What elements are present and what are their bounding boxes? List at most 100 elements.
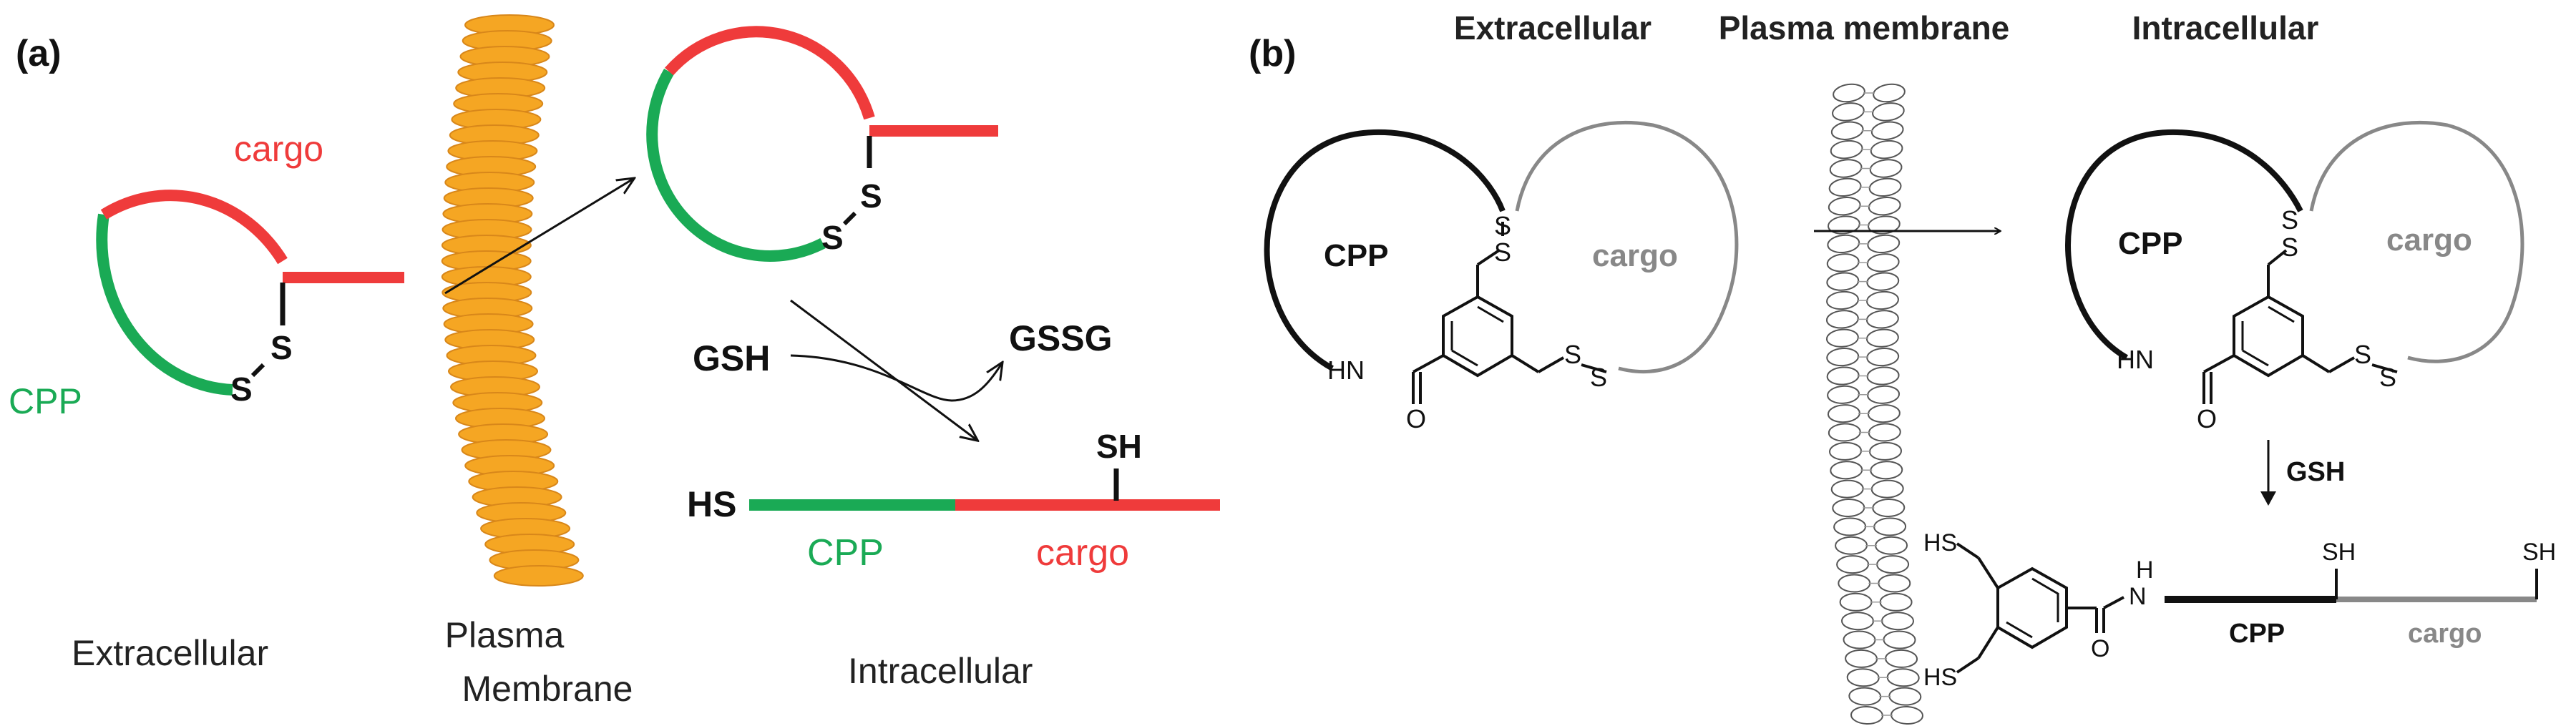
bicyclic-construct-extracellular: CPP cargo S S S S HN O [1264, 120, 1739, 433]
bilayer-head [1826, 348, 1860, 367]
cpp-label-b: CPP [1324, 238, 1388, 273]
sulfur-label-1: S [270, 329, 293, 366]
cyclic-construct-intracellular: S S [646, 26, 998, 262]
cargo-label-b: cargo [1592, 238, 1678, 273]
s-bond-right-intra [2371, 363, 2398, 373]
bilayer-head [1867, 404, 1901, 423]
bilayer-head [1827, 215, 1860, 235]
bilayer-head [1829, 159, 1863, 178]
bilayer-head [1835, 536, 1868, 555]
product-sh-label-2: SH [2522, 539, 2556, 566]
bilayer-head [1833, 517, 1867, 536]
cpp-arc [96, 213, 233, 396]
sulfur-b5: S [2281, 205, 2298, 235]
product-amide-2 [2103, 596, 2124, 609]
bilayer-head [1873, 83, 1906, 103]
bilayer-head [1830, 479, 1864, 499]
cargo-loop-b [1515, 120, 1739, 374]
bilayer-head [1827, 234, 1860, 254]
o-label-b-intra: O [2197, 404, 2217, 433]
cpp-linear-label: CPP [807, 532, 884, 574]
bilayer-head [1828, 177, 1862, 197]
bilayer-head [1866, 290, 1899, 310]
cpp-label-b-intra: CPP [2118, 226, 2182, 261]
amide-bond-intra [2203, 354, 2235, 373]
bilayer-head [1868, 197, 1901, 216]
cargo-arc-intracellular [665, 26, 875, 120]
bilayer-head [1883, 630, 1916, 649]
ring-double-bond-1 [1477, 305, 1504, 323]
ring-double-bond-4 [2268, 305, 2295, 323]
cpp-label: CPP [9, 381, 82, 421]
bilayer-head [1890, 705, 1923, 725]
bilayer-head [1830, 121, 1864, 140]
product-hs-bottom: HS [1923, 664, 1957, 691]
bilayer-head [1878, 574, 1911, 593]
bilayer-head [1826, 272, 1860, 291]
ch2-right [1511, 354, 1540, 373]
bilayer-head [1869, 159, 1903, 178]
bilayer-head [1865, 310, 1899, 329]
bilayer-head [1876, 555, 1910, 574]
hn-label-b-intra: HN [2117, 345, 2154, 374]
bilayer-head [1832, 498, 1865, 518]
sulfur-label-2: S [230, 371, 253, 408]
membrane-header-b: Plasma membrane [1719, 9, 2010, 46]
gsh-label-b: GSH [2286, 457, 2345, 487]
ch2-right-2 [1538, 356, 1564, 373]
s-bond-right [1581, 363, 1607, 373]
membrane-lipid [493, 565, 584, 587]
bilayer-head [1867, 234, 1901, 254]
product-ch2-top [1977, 556, 1999, 589]
bilayer-head [1865, 328, 1899, 348]
benzene-linker-intra [2202, 249, 2398, 404]
sulfur-b7: S [2354, 340, 2371, 369]
bilayer-head [1850, 705, 1883, 725]
sulfur-b4: S [1590, 363, 1607, 392]
product-ch2-bottom-2 [1956, 657, 1980, 674]
o-label-b: O [1406, 404, 1426, 433]
bilayer-head [1830, 139, 1863, 160]
bilayer-head [1826, 366, 1860, 386]
gsh-label: GSH [693, 338, 770, 378]
cargo-arc [100, 190, 288, 265]
bilayer-head [1827, 385, 1860, 404]
bilayer-head [1866, 366, 1900, 386]
bilayer-head [1888, 687, 1922, 706]
reduction-arrow [790, 299, 977, 440]
cyclic-construct-extracellular: cargo CPP S S [9, 129, 404, 421]
bilayer-head [1867, 385, 1901, 404]
bilayer-head [1827, 404, 1860, 423]
sulfur-b6: S [2281, 232, 2298, 262]
cpp-loop-b-intra [2065, 129, 2303, 360]
bilayer-head [1870, 139, 1903, 160]
product-ch2-top-2 [1956, 542, 1980, 559]
sh-label: SH [1096, 428, 1142, 465]
sulfur-b2: S [1494, 237, 1511, 267]
bilayer-head [1828, 197, 1861, 216]
product-cpp-label: CPP [2229, 619, 2285, 649]
ch2-up-intra-2 [2267, 249, 2288, 266]
disulfide-bond-2 [842, 211, 857, 226]
bilayer-head [1825, 328, 1859, 348]
bilayer-head [1885, 649, 1918, 668]
product-nh-n: N [2129, 583, 2147, 610]
hs-label: HS [687, 484, 736, 524]
sulfur-b8: S [2379, 363, 2396, 392]
ring-double-bond-2 [1451, 349, 1478, 367]
product-o-label: O [2091, 635, 2109, 662]
bilayer-head [1868, 423, 1901, 442]
bilayer-head [1879, 592, 1913, 612]
bilayer-head [1873, 517, 1907, 536]
product-hs-top: HS [1923, 529, 1957, 556]
bilayer-head [1826, 290, 1859, 310]
bilayer-head [1832, 102, 1865, 122]
membrane-label-a-line2: Membrane [462, 669, 633, 709]
bilayer-head [1846, 668, 1880, 687]
hn-label-b: HN [1327, 355, 1365, 385]
bilayer-head [1839, 592, 1873, 612]
panel-b: (b) Extracellular Plasma membrane Intrac… [1249, 9, 2556, 725]
ch2-right-intra [2301, 354, 2331, 373]
bilayer-head [1833, 83, 1865, 103]
bilayer-head [1866, 272, 1900, 291]
